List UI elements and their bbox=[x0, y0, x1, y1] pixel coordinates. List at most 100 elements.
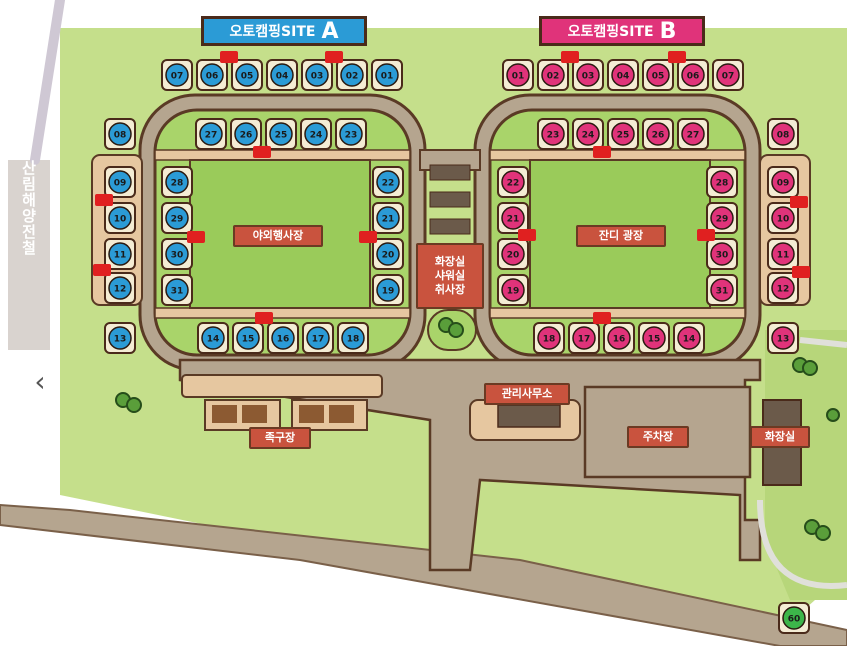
foot-volleyball-label: 족구장 bbox=[249, 427, 311, 449]
red-marker bbox=[93, 264, 111, 276]
site-b-07[interactable]: 07 bbox=[712, 59, 744, 91]
site-b-15[interactable]: 15 bbox=[638, 322, 670, 354]
site-a-10[interactable]: 10 bbox=[104, 202, 136, 234]
site-b-10[interactable]: 10 bbox=[767, 202, 799, 234]
site-b-19[interactable]: 19 bbox=[497, 274, 529, 306]
site-a-26[interactable]: 26 bbox=[230, 118, 262, 150]
red-marker bbox=[220, 51, 238, 63]
site-a-20[interactable]: 20 bbox=[372, 238, 404, 270]
site-a-05[interactable]: 05 bbox=[231, 59, 263, 91]
site-a-11[interactable]: 11 bbox=[104, 238, 136, 270]
site-a-03[interactable]: 03 bbox=[301, 59, 333, 91]
site-b-03[interactable]: 03 bbox=[572, 59, 604, 91]
site-b-01[interactable]: 01 bbox=[502, 59, 534, 91]
campsite-number: 60 bbox=[788, 615, 801, 625]
campsite-number: 06 bbox=[206, 72, 219, 82]
site-b-08[interactable]: 08 bbox=[767, 118, 799, 150]
site-b-25[interactable]: 25 bbox=[607, 118, 639, 150]
campsite-number: 28 bbox=[171, 179, 184, 189]
east-restroom-label: 화장실 bbox=[750, 426, 810, 448]
site-b-31[interactable]: 31 bbox=[706, 274, 738, 306]
campsite-number: 13 bbox=[114, 335, 127, 345]
site-b-30[interactable]: 30 bbox=[706, 238, 738, 270]
site-b-11[interactable]: 11 bbox=[767, 238, 799, 270]
site-b-05[interactable]: 05 bbox=[642, 59, 674, 91]
site-a-22[interactable]: 22 bbox=[372, 166, 404, 198]
site-a-21[interactable]: 21 bbox=[372, 202, 404, 234]
site-a-16[interactable]: 16 bbox=[267, 322, 299, 354]
site-a-31[interactable]: 31 bbox=[161, 274, 193, 306]
campsite-number: 11 bbox=[114, 251, 127, 261]
campsite-number: 10 bbox=[777, 215, 790, 225]
campsite-number: 04 bbox=[276, 72, 289, 82]
site-a-17[interactable]: 17 bbox=[302, 322, 334, 354]
site-a-24[interactable]: 24 bbox=[300, 118, 332, 150]
red-marker bbox=[792, 266, 810, 278]
site-b-28[interactable]: 28 bbox=[706, 166, 738, 198]
campsite-number: 16 bbox=[613, 335, 626, 345]
site-b-14[interactable]: 14 bbox=[673, 322, 705, 354]
site-b-21[interactable]: 21 bbox=[497, 202, 529, 234]
campsite-number: 12 bbox=[777, 285, 790, 295]
site-b-16[interactable]: 16 bbox=[603, 322, 635, 354]
site-b-26[interactable]: 26 bbox=[642, 118, 674, 150]
campsite-number: 19 bbox=[507, 287, 520, 297]
site-a-25[interactable]: 25 bbox=[265, 118, 297, 150]
campsite-number: 19 bbox=[382, 287, 395, 297]
campsite-number: 04 bbox=[617, 72, 630, 82]
site-a-12[interactable]: 12 bbox=[104, 272, 136, 304]
site-a-04[interactable]: 04 bbox=[266, 59, 298, 91]
site-b-27[interactable]: 27 bbox=[677, 118, 709, 150]
site-a-27[interactable]: 27 bbox=[195, 118, 227, 150]
site-a-02[interactable]: 02 bbox=[336, 59, 368, 91]
site-a-29[interactable]: 29 bbox=[161, 202, 193, 234]
site-b-04[interactable]: 04 bbox=[607, 59, 639, 91]
campsite-number: 21 bbox=[507, 215, 520, 225]
site-a-28[interactable]: 28 bbox=[161, 166, 193, 198]
campsite-number: 23 bbox=[547, 131, 560, 141]
site-a-09[interactable]: 09 bbox=[104, 166, 136, 198]
campsite-number: 02 bbox=[346, 72, 359, 82]
site-a-15[interactable]: 15 bbox=[232, 322, 264, 354]
site-a-23[interactable]: 23 bbox=[335, 118, 367, 150]
campsite-number: 26 bbox=[652, 131, 665, 141]
site-b-22[interactable]: 22 bbox=[497, 166, 529, 198]
parking-label: 주차장 bbox=[627, 426, 689, 448]
outdoor-stage-label: 야외행사장 bbox=[233, 225, 323, 247]
red-marker bbox=[325, 51, 343, 63]
site-a-08[interactable]: 08 bbox=[104, 118, 136, 150]
site-a-19[interactable]: 19 bbox=[372, 274, 404, 306]
site-b-12[interactable]: 12 bbox=[767, 272, 799, 304]
site-b-20[interactable]: 20 bbox=[497, 238, 529, 270]
campsite-number: 05 bbox=[652, 72, 665, 82]
campsite-number: 17 bbox=[312, 335, 325, 345]
site-b-09[interactable]: 09 bbox=[767, 166, 799, 198]
site-a-07[interactable]: 07 bbox=[161, 59, 193, 91]
site-a-13[interactable]: 13 bbox=[104, 322, 136, 354]
site-b-29[interactable]: 29 bbox=[706, 202, 738, 234]
site-b-24[interactable]: 24 bbox=[572, 118, 604, 150]
site-b-02[interactable]: 02 bbox=[537, 59, 569, 91]
campsite-number: 24 bbox=[582, 131, 595, 141]
site-a-01[interactable]: 01 bbox=[371, 59, 403, 91]
campsite-number: 02 bbox=[547, 72, 560, 82]
campsite-number: 20 bbox=[382, 251, 395, 261]
campsite-number: 27 bbox=[205, 131, 218, 141]
site-a-18[interactable]: 18 bbox=[337, 322, 369, 354]
site-a-14[interactable]: 14 bbox=[197, 322, 229, 354]
site-60[interactable]: 60 bbox=[778, 602, 810, 634]
red-marker bbox=[359, 231, 377, 243]
campsite-number: 25 bbox=[275, 131, 288, 141]
site-a-06[interactable]: 06 bbox=[196, 59, 228, 91]
site-a-30[interactable]: 30 bbox=[161, 238, 193, 270]
site-b-13[interactable]: 13 bbox=[767, 322, 799, 354]
site-b-17[interactable]: 17 bbox=[568, 322, 600, 354]
prev-arrow-icon[interactable]: ‹ bbox=[34, 365, 46, 398]
site-b-06[interactable]: 06 bbox=[677, 59, 709, 91]
red-marker bbox=[561, 51, 579, 63]
site-b-18[interactable]: 18 bbox=[533, 322, 565, 354]
site-b-23[interactable]: 23 bbox=[537, 118, 569, 150]
